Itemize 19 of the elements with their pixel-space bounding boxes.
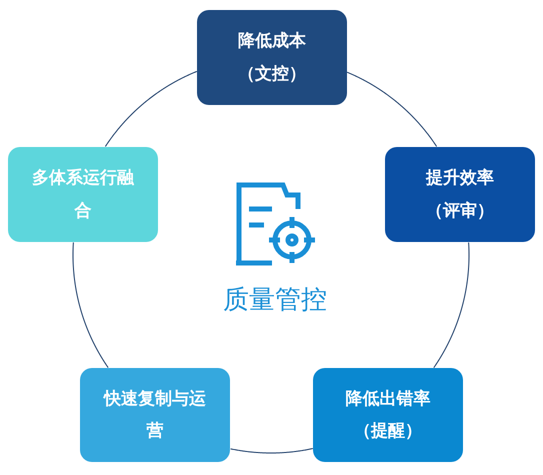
rounded-box	[385, 147, 535, 242]
box-label: 降低成本	[238, 30, 306, 52]
ring-arc	[433, 242, 470, 368]
box-label: 快速复制与运营	[102, 388, 207, 442]
rounded-box	[8, 147, 158, 242]
box-label: （提醒）	[354, 420, 422, 442]
ring-arc	[104, 70, 198, 147]
box-label: 多体系运行融合	[31, 167, 135, 222]
rounded-box	[80, 368, 230, 462]
rounded-box	[313, 368, 463, 462]
center-title: 质量管控	[223, 284, 327, 316]
box-label: 提升效率	[426, 167, 494, 190]
ring-arc	[72, 242, 109, 368]
box-label: （评审）	[426, 200, 494, 222]
rounded-box	[197, 10, 347, 105]
box-label: 降低出错率	[346, 388, 430, 410]
box-label: （文控）	[238, 62, 306, 84]
ring-arc	[346, 72, 438, 148]
ring-arc	[230, 448, 314, 454]
